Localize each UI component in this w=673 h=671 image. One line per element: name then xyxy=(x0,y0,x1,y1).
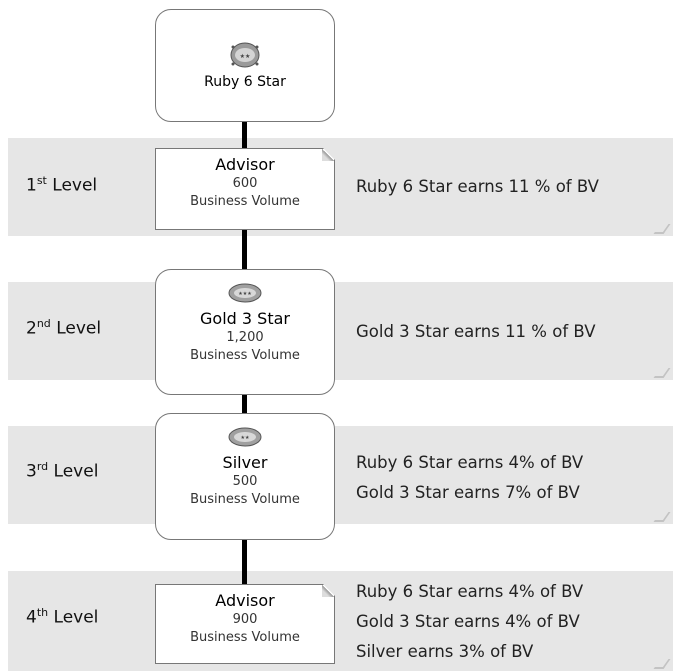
node-value: 600 xyxy=(232,176,258,191)
level-3-node: ★★ Silver 500 Business Volume xyxy=(155,413,335,540)
level-2-earnings: Gold 3 Star earns 11 % of BV xyxy=(356,317,595,347)
level-2-label: 2nd Level xyxy=(26,317,101,339)
svg-text:★★★: ★★★ xyxy=(238,291,252,297)
node-value: 500 xyxy=(232,474,258,489)
level-suffix: rd xyxy=(36,460,49,473)
level-suffix: th xyxy=(36,606,49,619)
node-unit: Business Volume xyxy=(190,348,300,363)
node-value: 1,200 xyxy=(226,330,264,345)
level-3-earnings: Ruby 6 Star earns 4% of BV Gold 3 Star e… xyxy=(356,448,583,508)
earning-line: Ruby 6 Star earns 4% of BV xyxy=(356,453,584,472)
level-suffix: nd xyxy=(36,317,51,330)
node-title: Silver xyxy=(222,453,268,472)
connector-line xyxy=(242,122,247,148)
level-word: Level xyxy=(53,607,99,628)
level-4-earnings: Ruby 6 Star earns 4% of BV Gold 3 Star e… xyxy=(356,577,583,667)
level-word: Level xyxy=(52,175,98,196)
level-ordinal: 1 xyxy=(26,175,37,196)
level-ordinal: 3 xyxy=(26,461,37,482)
level-4-node: Advisor 900 Business Volume xyxy=(155,584,335,664)
node-unit: Business Volume xyxy=(190,630,300,645)
root-node: ★★ Ruby 6 Star xyxy=(155,9,335,122)
svg-text:★★: ★★ xyxy=(241,435,250,441)
level-1-label: 1st Level xyxy=(26,174,97,196)
root-node-title: Ruby 6 Star xyxy=(204,74,286,90)
connector-line xyxy=(242,230,247,270)
level-4-band xyxy=(8,571,673,671)
star-badge-icon: ★★★ xyxy=(228,283,262,303)
earning-line: Gold 3 Star earns 11 % of BV xyxy=(356,322,596,341)
node-unit: Business Volume xyxy=(190,492,300,507)
star-badge-icon: ★★ xyxy=(228,427,262,447)
level-suffix: st xyxy=(36,174,47,187)
node-unit: Business Volume xyxy=(190,194,300,209)
level-3-band xyxy=(8,426,673,524)
svg-text:★★: ★★ xyxy=(240,53,251,60)
level-1-node: Advisor 600 Business Volume xyxy=(155,148,335,230)
connector-line xyxy=(242,395,247,413)
connector-line xyxy=(242,540,247,584)
earning-line: Gold 3 Star earns 7% of BV xyxy=(356,483,580,502)
earning-line: Gold 3 Star earns 4% of BV xyxy=(356,612,580,631)
level-4-label: 4th Level xyxy=(26,606,98,628)
node-value: 900 xyxy=(232,612,258,627)
node-title: Advisor xyxy=(215,155,275,174)
level-ordinal: 4 xyxy=(26,607,37,628)
earning-line: Silver earns 3% of BV xyxy=(356,642,534,661)
node-title: Advisor xyxy=(215,591,275,610)
level-word: Level xyxy=(56,318,102,339)
level-word: Level xyxy=(53,461,99,482)
level-1-band xyxy=(8,138,673,236)
level-ordinal: 2 xyxy=(26,318,37,339)
level-2-node: ★★★ Gold 3 Star 1,200 Business Volume xyxy=(155,269,335,395)
earning-line: Ruby 6 Star earns 4% of BV xyxy=(356,582,584,601)
node-title: Gold 3 Star xyxy=(200,309,290,328)
level-3-label: 3rd Level xyxy=(26,460,98,482)
star-badge-icon: ★★ xyxy=(230,42,260,68)
level-2-band xyxy=(8,282,673,380)
earning-line: Ruby 6 Star earns 11 % of BV xyxy=(356,177,599,196)
level-1-earnings: Ruby 6 Star earns 11 % of BV xyxy=(356,172,599,202)
